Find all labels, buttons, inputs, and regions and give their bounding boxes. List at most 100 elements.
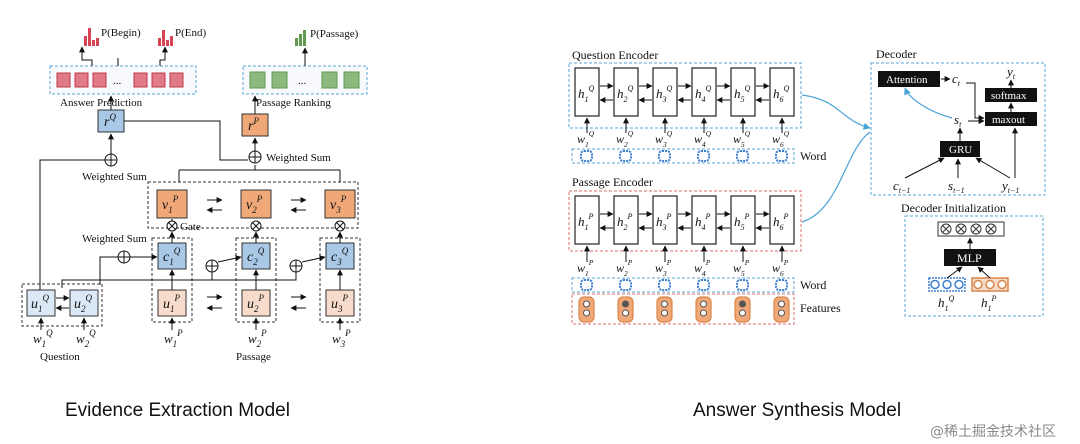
c-nodes: [157, 242, 355, 270]
p-w-5-label: w5P: [733, 258, 750, 278]
q-w-1-label: w1Q: [577, 129, 595, 149]
right-caption: Answer Synthesis Model: [693, 400, 901, 421]
answer-prediction-ellipsis: ...: [113, 75, 122, 87]
left-caption: Evidence Extraction Model: [65, 400, 290, 421]
v-node-3-label: v3P: [330, 194, 347, 215]
uq-node-1: [26, 289, 56, 317]
softmax-label: softmax: [991, 90, 1027, 102]
p-begin-icon: [84, 28, 99, 46]
mlp-output-circles: [940, 223, 997, 235]
v-node-2-label: v2P: [246, 194, 263, 215]
yt-label: yt: [1005, 64, 1016, 81]
decoder-init-label: Decoder Initialization: [901, 201, 1006, 215]
v-node-1-label: v1P: [162, 194, 179, 215]
evidence-extraction-diagram: P(Begin) P(End) P(Passage) ... Answer Pr…: [21, 27, 368, 363]
q-cell-2: [613, 67, 639, 117]
gru-node: [940, 141, 980, 157]
p-passage-label: P(Passage): [310, 28, 359, 40]
rq-label: rQ: [104, 112, 116, 130]
p-w-1-label: w1P: [577, 258, 594, 278]
p-cell-2: [613, 195, 639, 245]
q-cell-1: [574, 67, 600, 117]
q-word-dot-6: [775, 150, 788, 162]
q-cell-6: [769, 67, 795, 117]
maxout-label: maxout: [992, 114, 1025, 126]
p-word-dot-2: [619, 279, 632, 291]
passage-encoder-box: [568, 190, 802, 252]
q-w-2-label: w2Q: [616, 129, 634, 149]
p-cell-4: [691, 195, 717, 245]
q-h-6-label: h6Q: [773, 84, 790, 104]
p-word-dot-1: [580, 279, 593, 291]
wq-1-label: w1Q: [33, 328, 53, 349]
rp-label: rP: [248, 116, 259, 134]
answer-prediction-label: Answer Prediction: [60, 97, 143, 109]
p-word-dot-5: [736, 279, 749, 291]
gate-icons: [166, 220, 346, 232]
p-cell-3: [652, 195, 678, 245]
watermark: @稀土掘金技术社区: [930, 424, 1056, 440]
question-box: [21, 283, 103, 327]
q-cell-4: [691, 67, 717, 117]
c-node-1-label: c1Q: [163, 246, 181, 267]
decoder-label: Decoder: [876, 47, 917, 61]
st1-label: st−1: [948, 178, 965, 195]
q-cell-3: [652, 67, 678, 117]
features-row: [578, 296, 790, 323]
st-label: st: [954, 112, 962, 129]
p-cell-1: [574, 195, 600, 245]
wp-1-label: w1P: [164, 328, 183, 349]
ct-label: ct: [952, 71, 961, 88]
p-w-4-label: w4P: [694, 258, 711, 278]
features-label: Features: [800, 301, 841, 315]
question-word-box: [571, 148, 795, 164]
q-w-5-label: w5Q: [733, 129, 751, 149]
v-nodes: [156, 189, 356, 219]
p-h-3-label: h3P: [656, 212, 672, 232]
passage-encoder-label: Passage Encoder: [572, 175, 653, 189]
yt1-label: yt−1: [1000, 178, 1019, 195]
q-word-dot-2: [619, 150, 632, 162]
weighted-sum-col-icons: [117, 250, 303, 273]
maxout-node: [985, 112, 1037, 126]
question-word-label: Word: [800, 149, 826, 163]
up-node-1-label: u1P: [163, 293, 181, 314]
p-h-2-label: h2P: [617, 212, 633, 232]
uq-node-2-label: u2Q: [74, 293, 93, 314]
weighted-sum-right-label: Weighted Sum: [266, 152, 331, 164]
wp-2-label: w2P: [248, 328, 267, 349]
up-node-2-label: u2P: [247, 293, 265, 314]
p-passage-icon: [295, 30, 306, 46]
passage-ranking-ellipsis: ...: [298, 75, 307, 87]
p-h-1-label: h1P: [578, 212, 594, 232]
p-word-dot-3: [658, 279, 671, 291]
up-node-3-label: u3P: [331, 293, 349, 314]
decoder-init-box: [904, 215, 1044, 317]
p-word-dot-6: [775, 279, 788, 291]
softmax-node: [985, 88, 1037, 102]
p-end-label: P(End): [175, 27, 207, 39]
question-label: Question: [40, 351, 80, 363]
decoder-box: [870, 62, 1046, 196]
q-h-5-label: h5Q: [734, 84, 751, 104]
passage-ranking-cells: [249, 71, 360, 89]
question-encoder-box: [568, 62, 802, 129]
h1p-init-label: h1P: [981, 294, 997, 313]
q-h-3-label: h3Q: [656, 84, 673, 104]
p-cell-5: [730, 195, 756, 245]
uq-node-2: [69, 289, 99, 317]
p-begin-label: P(Begin): [101, 27, 141, 39]
weighted-sum-middle-label: Weighted Sum: [82, 233, 147, 245]
p-end-icon: [158, 30, 173, 46]
q-h-1-label: h1Q: [578, 84, 595, 104]
question-encoder-label: Question Encoder: [572, 48, 658, 62]
up-nodes: [157, 289, 355, 317]
uq-node-1-label: u1Q: [31, 293, 50, 314]
h1q-init-label: h1Q: [938, 294, 955, 313]
passage-word-box: [571, 277, 795, 293]
